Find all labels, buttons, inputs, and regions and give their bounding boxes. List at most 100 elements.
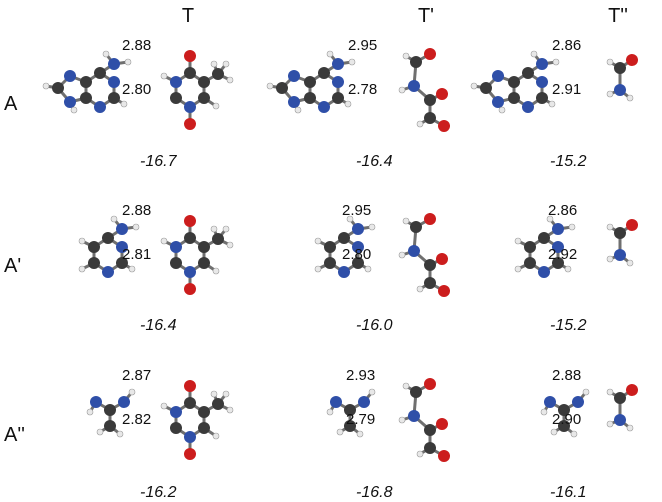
hydrogen-atom <box>78 237 86 245</box>
nitrogen-atom <box>614 414 626 426</box>
hydrogen-atom <box>42 82 50 90</box>
carbon-atom <box>424 442 436 454</box>
hydrogen-atom <box>348 58 356 66</box>
carbon-atom <box>524 257 536 269</box>
hydrogen-atom <box>210 390 218 398</box>
hydrogen-atom <box>398 86 406 94</box>
nitrogen-atom <box>408 410 420 422</box>
carbon-atom <box>614 392 626 404</box>
hydrogen-atom <box>78 265 86 273</box>
carbon-atom <box>276 82 288 94</box>
carbon-atom <box>88 241 100 253</box>
nitrogen-atom <box>184 266 196 278</box>
carbon-atom <box>338 232 350 244</box>
carbon-atom <box>344 404 356 416</box>
carbon-atom <box>102 232 114 244</box>
hydrogen-atom <box>222 390 230 398</box>
carbon-atom <box>324 257 336 269</box>
nitrogen-atom <box>64 96 76 108</box>
oxygen-atom <box>184 50 196 62</box>
molecule-models <box>42 48 638 462</box>
hydrogen-atom <box>368 388 376 396</box>
carbon-atom <box>522 67 534 79</box>
headers: T T' T'' A A' A'' <box>4 5 628 446</box>
carbon-atom <box>104 404 116 416</box>
hydrogen-atom <box>402 382 410 390</box>
thymine-model <box>160 380 234 460</box>
hydrogen-atom <box>416 120 424 128</box>
hydrogen-atom <box>226 241 234 249</box>
nitrogen-atom <box>184 431 196 443</box>
hydrogen-atom <box>606 58 614 66</box>
hbond-distance-lower: 2.78 <box>348 81 377 98</box>
interaction-energy: -16.4 <box>140 317 177 334</box>
oxygen-atom <box>184 380 196 392</box>
hydrogen-atom <box>398 416 406 424</box>
carbon-atom <box>170 257 182 269</box>
hydrogen-atom <box>226 76 234 84</box>
nitrogen-atom <box>170 241 182 253</box>
hydrogen-atom <box>128 388 136 396</box>
nitrogen-atom <box>522 101 534 113</box>
hydrogen-atom <box>294 106 302 114</box>
hydrogen-atom <box>470 82 478 90</box>
oxygen-atom <box>436 253 448 265</box>
hydrogen-atom <box>222 225 230 233</box>
carbon-atom <box>104 420 116 432</box>
row-header-A: A <box>4 93 18 115</box>
nitrogen-atom <box>552 223 564 235</box>
amidine-model <box>86 388 136 438</box>
carbon-atom <box>536 92 548 104</box>
nitrogen-atom <box>614 84 626 96</box>
oxygen-atom <box>424 213 436 225</box>
hydrogen-atom <box>356 430 364 438</box>
formamide-dimer-model <box>398 213 450 297</box>
amidine-model <box>540 388 590 438</box>
carbon-atom <box>80 76 92 88</box>
hydrogen-atom <box>548 100 556 108</box>
oxygen-atom <box>436 88 448 100</box>
hydrogen-atom <box>336 428 344 436</box>
nitrogen-atom <box>538 266 550 278</box>
hydrogen-atom <box>120 100 128 108</box>
oxygen-atom <box>436 418 448 430</box>
nitrogen-atom <box>118 396 130 408</box>
carbon-atom <box>324 241 336 253</box>
nitrogen-atom <box>492 70 504 82</box>
hydrogen-atom <box>226 406 234 414</box>
hydrogen-atom <box>212 267 220 275</box>
carbon-atom <box>304 92 316 104</box>
hydrogen-atom <box>606 388 614 396</box>
hydrogen-atom <box>530 50 538 58</box>
carbon-atom <box>538 232 550 244</box>
interaction-energy: -16.2 <box>140 484 177 501</box>
carbon-atom <box>558 404 570 416</box>
column-header-T: T <box>182 5 194 27</box>
hbond-distance-upper: 2.88 <box>122 202 151 219</box>
interaction-energy: -16.1 <box>550 484 586 501</box>
hydrogen-atom <box>402 217 410 225</box>
carbon-atom <box>614 62 626 74</box>
carbon-atom <box>116 257 128 269</box>
carbon-atom <box>170 422 182 434</box>
nitrogen-atom <box>536 76 548 88</box>
nitrogen-atom <box>552 241 564 253</box>
hydrogen-atom <box>314 265 322 273</box>
thymine-model <box>160 215 234 295</box>
nitrogen-atom <box>408 245 420 257</box>
nitrogen-atom <box>318 101 330 113</box>
nitrogen-atom <box>352 223 364 235</box>
nitrogen-atom <box>614 249 626 261</box>
carbon-atom <box>170 92 182 104</box>
hydrogen-atom <box>222 60 230 68</box>
adenine-model <box>266 50 356 114</box>
carbon-atom <box>212 233 224 245</box>
hydrogen-atom <box>402 52 410 60</box>
hydrogen-atom <box>546 215 554 223</box>
hydrogen-atom <box>160 237 168 245</box>
carbon-atom <box>198 422 210 434</box>
row-header-A-double-prime: A'' <box>4 424 25 446</box>
nitrogen-atom <box>572 396 584 408</box>
hydrogen-atom <box>210 225 218 233</box>
